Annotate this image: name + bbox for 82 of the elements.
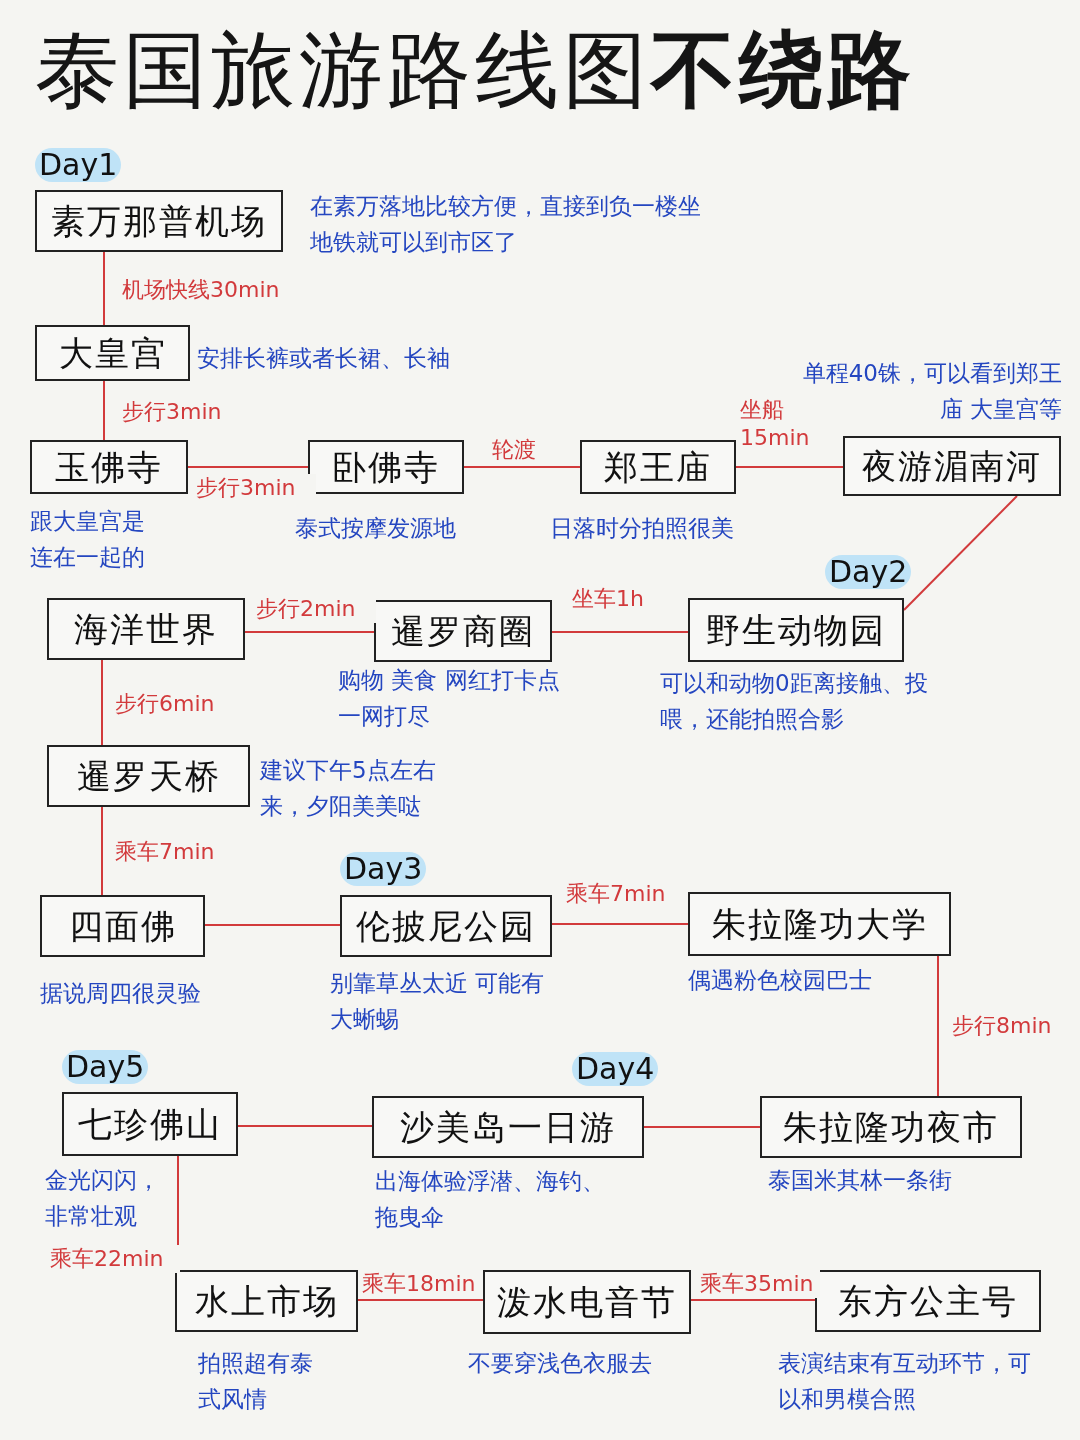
place-box [580, 440, 736, 494]
place-box [760, 1096, 1022, 1158]
note-text: 金光闪闪，非常壮观 [45, 1166, 161, 1231]
place-name: 野生动物园 [706, 613, 886, 647]
route-line [187, 466, 309, 468]
route-line [735, 466, 844, 468]
day-label: Day5 [62, 1050, 149, 1084]
note-text: 表演结束有互动环节，可以和男模合照 [778, 1349, 1032, 1414]
place-box [62, 1092, 238, 1156]
edge-label: 步行2min [256, 595, 376, 623]
edge-label: 乘车22min [50, 1245, 180, 1273]
day-label: Day4 [572, 1052, 659, 1086]
note-text: 在素万落地比较方便，直接到负一楼坐地铁就可以到市区了 [310, 192, 702, 257]
note-text: 泰式按摩发源地 [295, 514, 457, 543]
note-text: 不要穿浅色衣服去 [468, 1349, 653, 1378]
place-box [35, 325, 190, 381]
place-name: 玉佛寺 [55, 450, 163, 484]
route-line [101, 806, 103, 896]
route-line [357, 1299, 484, 1301]
place-box [30, 440, 188, 494]
place-name: 大皇宫 [58, 336, 167, 370]
edge-label: 步行3min [196, 474, 316, 502]
note-text: 购物 美食 网红打卡点一网打尽 [338, 666, 561, 731]
route-line [244, 631, 375, 633]
place-name: 沙美岛一日游 [400, 1110, 616, 1144]
place-box [175, 1270, 358, 1332]
place-name: 郑王庙 [604, 450, 712, 484]
place-name: 暹罗天桥 [76, 759, 221, 793]
place-name: 暹罗商圈 [391, 614, 535, 648]
place-name: 朱拉隆功大学 [711, 907, 928, 941]
note-text: 安排长裤或者长裙、长袖 [197, 344, 451, 373]
note-text: 别靠草丛太近 可能有大蜥蜴 [330, 969, 546, 1034]
place-name: 朱拉隆功夜市 [783, 1110, 999, 1144]
route-line [237, 1125, 373, 1127]
place-box [374, 600, 552, 662]
day-label: Day2 [825, 555, 912, 589]
note-text: 偶遇粉色校园巴士 [688, 966, 873, 995]
note-text: 日落时分拍照很美 [550, 514, 735, 543]
route-line [690, 1299, 816, 1301]
route-line [551, 631, 689, 633]
place-box [815, 1270, 1041, 1332]
route-line [903, 495, 1018, 611]
edge-label: 乘车35min [700, 1270, 820, 1298]
route-line [643, 1126, 761, 1128]
route-line [103, 251, 105, 326]
place-box [47, 598, 245, 660]
place-box [308, 440, 464, 494]
note-text: 跟大皇宫是连在一起的 [30, 507, 146, 572]
place-name: 水上市场 [194, 1284, 339, 1318]
route-line [204, 924, 341, 926]
place-name: 泼水电音节 [497, 1285, 677, 1319]
route-line [103, 380, 105, 441]
place-box [47, 745, 250, 807]
day-label: Day1 [35, 148, 122, 182]
place-name: 卧佛寺 [332, 450, 440, 484]
place-name: 夜游湄南河 [862, 449, 1042, 483]
note-text: 据说周四很灵验 [40, 979, 202, 1008]
note-text: 可以和动物0距离接触、投喂，还能拍照合影 [660, 669, 929, 734]
place-name: 海洋世界 [74, 612, 218, 646]
note-text: 建议下午5点左右来，夕阳美美哒 [260, 756, 437, 821]
place-box [40, 895, 205, 957]
place-name: 七珍佛山 [78, 1107, 222, 1141]
note-text: 出海体验浮潜、海钓、拖曳伞 [375, 1167, 606, 1232]
place-name: 四面佛 [68, 909, 177, 943]
place-box [483, 1270, 691, 1334]
place-name: 伦披尼公园 [356, 909, 536, 943]
place-box [688, 892, 951, 956]
route-line [463, 466, 581, 468]
place-box [372, 1096, 644, 1158]
note-text: 泰国米其林一条街 [768, 1166, 953, 1195]
place-box [35, 190, 283, 252]
place-box [688, 598, 904, 662]
title: 泰国旅游路线图不绕路 [35, 28, 915, 112]
place-box [340, 895, 552, 957]
place-name: 东方公主号 [838, 1284, 1018, 1318]
route-line [937, 955, 939, 1097]
note-text: 拍照超有泰式风情 [198, 1349, 314, 1414]
day-label: Day3 [340, 852, 427, 886]
route-line [551, 923, 689, 925]
place-box [843, 436, 1061, 496]
place-name: 素万那普机场 [51, 204, 267, 238]
route-line [101, 659, 103, 746]
